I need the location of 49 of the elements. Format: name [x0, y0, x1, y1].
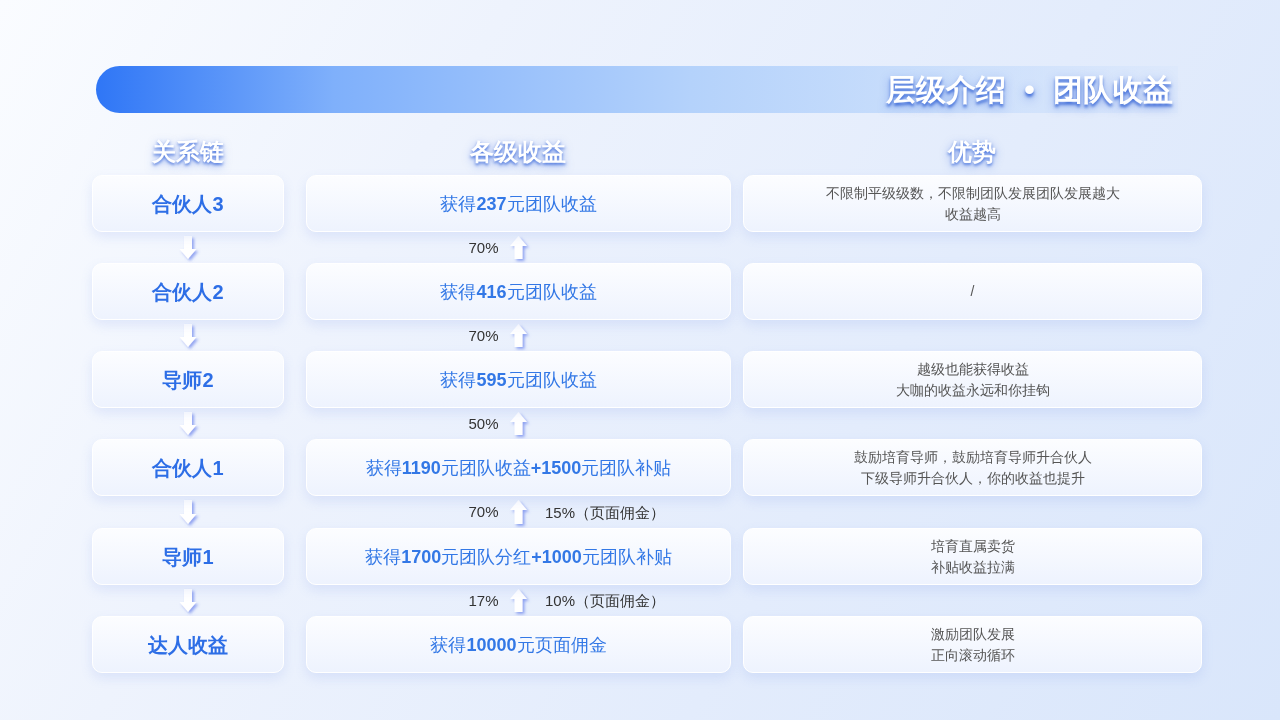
advantage-text: 越级也能获得收益 [916, 359, 1029, 379]
level-name: 导师2 [162, 367, 214, 393]
advantage-text: 培育直属卖货 [930, 536, 1015, 556]
advantage-box [743, 528, 1202, 585]
income-text: 获得1700元团队分红+1000元团队补贴 [365, 545, 672, 569]
income-box [306, 439, 731, 496]
advantage-box [743, 616, 1202, 673]
advantage-text: 下级导师升合伙人，你的收益也提升 [860, 468, 1085, 488]
advantage-box [743, 175, 1202, 232]
advantage-text: 激励团队发展 [930, 624, 1015, 644]
side-note: 10%（页面佣金） [545, 591, 666, 611]
advantage-box [743, 439, 1202, 496]
level-name: 导师1 [162, 544, 214, 570]
advantage-text: 鼓励培育导师，鼓励培育导师升合伙人 [853, 447, 1092, 467]
income-text: 获得1190元团队收益+1500元团队补贴 [365, 456, 672, 480]
level-box [92, 263, 284, 320]
level-name: 合伙人2 [152, 279, 224, 305]
advantage-text: 不限制平级级数，不限制团队发展团队发展越大收益越高 [824, 183, 1121, 224]
level-name: 合伙人3 [152, 191, 224, 217]
level-box [92, 528, 284, 585]
advantage-text: 补贴收益拉满 [930, 557, 1015, 577]
advantage-text: 正向滚动循环 [930, 645, 1015, 665]
level-box [92, 351, 284, 408]
edge-label: 17% [468, 590, 499, 611]
level-name: 达人收益 [148, 632, 228, 658]
edge-label: 70% [468, 325, 499, 346]
income-box [306, 528, 731, 585]
title: 层级介绍 • 团队收益 [885, 72, 1173, 108]
income-box [306, 263, 731, 320]
advantage-text: 大咖的收益永远和你挂钩 [895, 380, 1050, 400]
level-box [92, 439, 284, 496]
income-box [306, 351, 731, 408]
level-name: 合伙人1 [152, 455, 224, 481]
edge-label: 70% [468, 237, 499, 258]
advantage-text: / [970, 282, 975, 301]
income-box [306, 616, 731, 673]
income-text: 获得10000元页面佣金 [430, 633, 607, 657]
income-text: 获得595元团队收益 [440, 368, 597, 392]
income-box [306, 175, 731, 232]
column-header: 优势 [948, 137, 996, 167]
side-note: 15%（页面佣金） [545, 503, 666, 523]
income-text: 获得237元团队收益 [440, 192, 597, 216]
advantage-box [743, 351, 1202, 408]
level-box [92, 175, 284, 232]
edge-label: 50% [468, 413, 499, 434]
level-box [92, 616, 284, 673]
edge-label: 70% [468, 502, 499, 522]
advantage-box [743, 263, 1202, 320]
income-text: 获得416元团队收益 [440, 280, 597, 304]
